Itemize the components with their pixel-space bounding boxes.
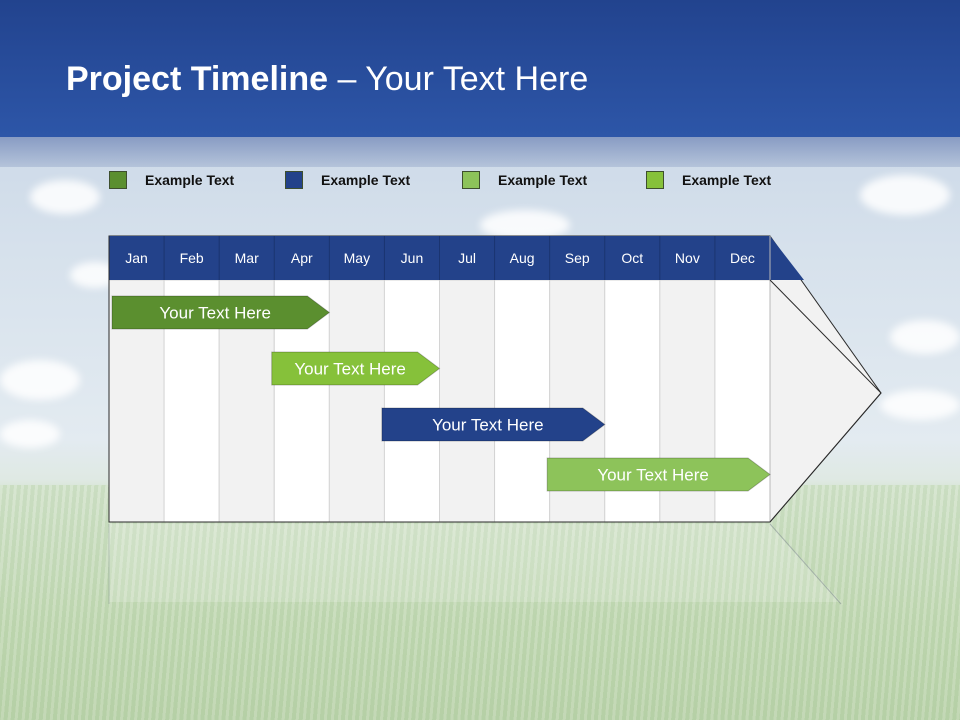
month-column [494,279,551,523]
task-label: Your Text Here [159,304,271,323]
month-label: Jan [125,250,148,266]
month-label: Nov [675,250,700,266]
task-bar [271,351,441,386]
cloud [30,180,100,214]
cloud [0,420,60,448]
page-title-bold: Project Timeline [66,60,329,98]
legend-swatch [285,171,303,189]
legend-item: Example Text [646,170,771,190]
cloud [880,390,960,420]
month-label: Jul [458,250,476,266]
legend-swatch [646,171,664,189]
month-label: Sep [565,250,590,266]
cloud [890,320,960,354]
month-column [328,279,385,523]
task-bar [546,457,771,492]
timeline-reflection [109,524,841,602]
month-column [383,279,440,523]
cloud [860,175,950,215]
page-title-rest: – Your Text Here [328,60,589,98]
legend-label: Example Text [321,172,411,188]
title-banner [0,0,960,167]
task-bar [381,407,606,442]
legend-label: Example Text [682,172,772,188]
task-label: Your Text Here [597,466,709,485]
task-label: Your Text Here [294,360,406,379]
legend-item: Example Text [285,170,410,190]
reflection-edge [769,523,842,605]
month-label: Feb [180,250,204,266]
month-label: Aug [510,250,535,266]
cloud [480,210,570,240]
month-label: Dec [730,250,755,266]
banner-shadow [0,137,960,167]
legend-item: Example Text [462,170,587,190]
page-title: Project Timeline – Your Text Here [66,60,588,99]
legend-label: Example Text [498,172,588,188]
legend-swatch [109,171,127,189]
month-label: Oct [621,250,643,266]
grass-field [0,485,960,720]
month-label: May [344,250,370,266]
cloud [0,360,80,400]
legend-item: Example Text [109,170,234,190]
task-bar [111,295,331,330]
legend-label: Example Text [145,172,235,188]
month-label: Mar [235,250,259,266]
month-column [439,279,496,523]
month-label: Jun [401,250,424,266]
timeline-outline [108,236,882,523]
legend-swatch [462,171,480,189]
month-label: Apr [291,250,313,266]
task-label: Your Text Here [432,416,544,435]
month-header-bar [109,236,804,280]
